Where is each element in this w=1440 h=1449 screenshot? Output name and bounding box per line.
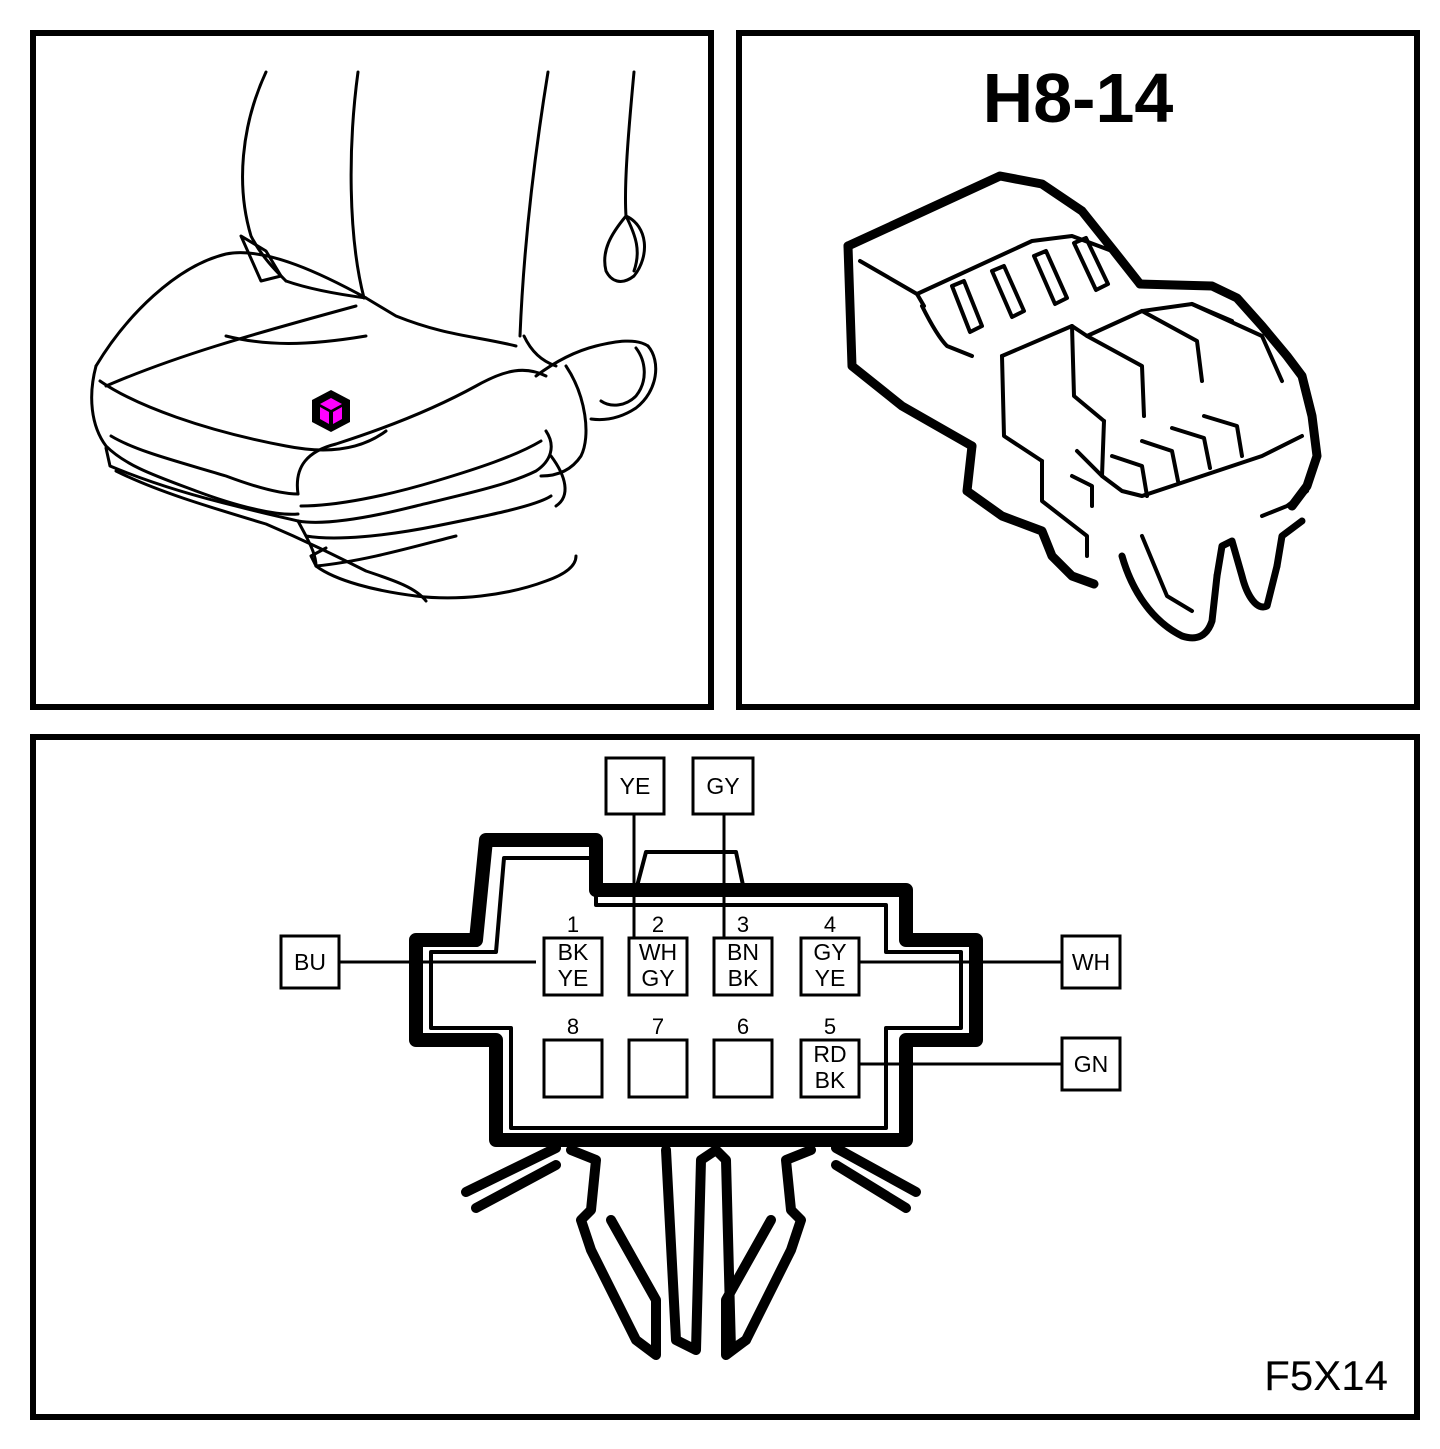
wire-tag-pin2: YE xyxy=(620,773,651,799)
wire-tag-pin4: WH xyxy=(1072,949,1110,975)
wire-tag-box-pin5 xyxy=(1060,1036,1122,1092)
seat-location-panel xyxy=(30,30,714,710)
connector-clips xyxy=(461,1143,921,1360)
wire-tag-box-pin4 xyxy=(1060,934,1122,990)
pin-3-wire-color-1: BN xyxy=(727,939,759,965)
wire-leader-lines xyxy=(339,814,1062,1066)
wire-tag-box-pin2 xyxy=(604,756,666,816)
pin-cavity-2 xyxy=(627,936,689,997)
pin-number-4: 4 xyxy=(824,912,836,937)
wire-tag-pin1: BU xyxy=(294,949,326,975)
connector-3d-illustration xyxy=(843,171,1322,642)
pin-number-8: 8 xyxy=(567,1014,579,1039)
pin-1-wire-color-2: YE xyxy=(558,965,589,991)
wire-tag-box-pin3 xyxy=(691,756,755,816)
pin-cavity-8 xyxy=(542,1038,604,1099)
wire-tag-pin3: GY xyxy=(706,773,739,799)
pin-number-7: 7 xyxy=(652,1014,664,1039)
connector-housing-outline xyxy=(409,833,983,1147)
pin-number-6: 6 xyxy=(737,1014,749,1039)
pin-number-3: 3 xyxy=(737,912,749,937)
seat-illustration xyxy=(90,70,658,603)
pin-cavity-4 xyxy=(799,936,861,997)
pin-4-wire-color-2: YE xyxy=(815,965,846,991)
pin-4-wire-color-1: GY xyxy=(813,939,846,965)
figure-code-label: F5X14 xyxy=(1264,1352,1388,1399)
pin-cavity-7 xyxy=(627,1038,689,1099)
pin-5-wire-color-1: RD xyxy=(813,1041,846,1067)
connector-location-marker-icon xyxy=(312,390,350,432)
connector-view-panel: H8-14 xyxy=(736,30,1420,710)
pin-cavity-5 xyxy=(799,1038,861,1099)
pin-number-5: 5 xyxy=(824,1014,836,1039)
pin-number-2: 2 xyxy=(652,912,664,937)
wire-tag-box-pin1 xyxy=(279,934,341,990)
pin-cavity-1 xyxy=(542,936,604,997)
pin-2-wire-color-2: GY xyxy=(641,965,674,991)
pin-2-wire-color-1: WH xyxy=(639,939,677,965)
pin-number-1: 1 xyxy=(567,912,579,937)
pin-1-wire-color-1: BK xyxy=(558,939,589,965)
connector-id-title: H8-14 xyxy=(982,59,1174,137)
pin-3-wire-color-2: BK xyxy=(728,965,759,991)
pin-cavity-6 xyxy=(712,1038,774,1099)
pin-cavity-3 xyxy=(712,936,774,997)
wire-tag-pin5: GN xyxy=(1074,1051,1109,1077)
pin-5-wire-color-2: BK xyxy=(815,1067,846,1093)
